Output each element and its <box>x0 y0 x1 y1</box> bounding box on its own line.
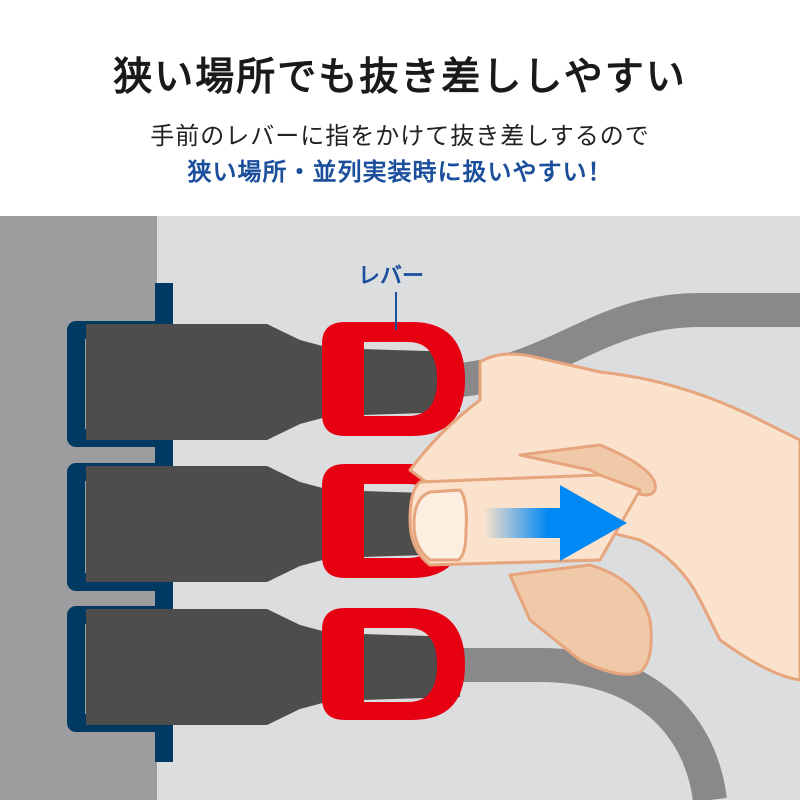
port-panel-icon <box>67 283 173 762</box>
arrow-right-icon <box>484 485 627 561</box>
header: 狭い場所でも抜き差ししやすい 手前のレバーに指をかけて抜き差しするので 狭い場所… <box>0 0 800 216</box>
lever-icon-bottom[interactable] <box>322 608 465 720</box>
subtitle-line-1: 手前のレバーに指をかけて抜き差しするので <box>150 122 650 150</box>
connector-icon-bottom <box>86 609 460 725</box>
cable-bottom <box>460 648 727 803</box>
connector-icon-middle <box>86 466 460 582</box>
connector-icon-top <box>86 324 460 440</box>
subtitle-line-2-highlight: 狭い場所・並列実装時に扱いやすい！ <box>187 158 613 186</box>
lever-label: レバー <box>358 264 425 289</box>
page-title: 狭い場所でも抜き差ししやすい <box>113 55 687 100</box>
illustration <box>0 216 800 803</box>
lever-icon-top[interactable] <box>322 322 465 436</box>
